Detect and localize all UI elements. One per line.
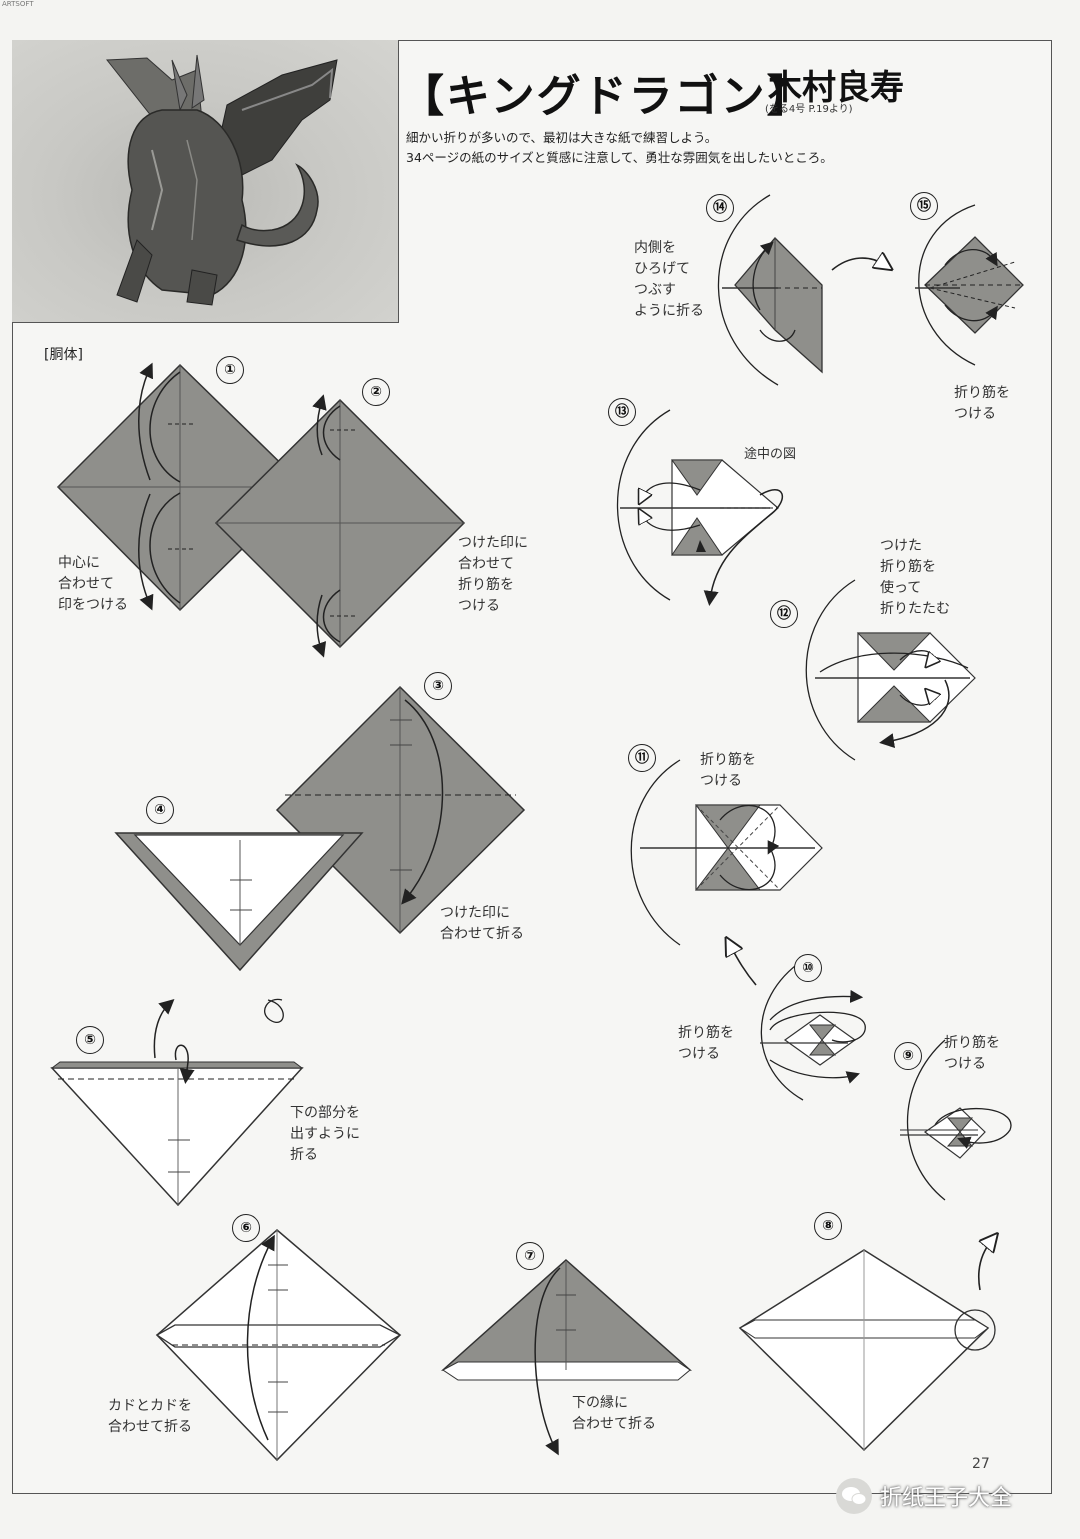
step-2-diagram [214, 394, 466, 658]
step-1-note: 中心に 合わせて 印をつける [58, 555, 128, 613]
step-number: ⑦ [516, 1242, 544, 1270]
step-10-diagram [730, 945, 866, 1101]
step-number: ⑬ [608, 398, 636, 426]
step-number: ③ [424, 672, 452, 700]
step-5-note: 下の部分を 出すように 折る [290, 1105, 360, 1163]
step-1-diagram [56, 362, 307, 612]
intro-text: 細かい折りが多いので、最初は大きな紙で練習しよう。 34ページの紙のサイズと質感… [406, 128, 833, 168]
step-11-note: 折り筋を つける [700, 752, 756, 789]
watermark: 折纸王子大全 [836, 1478, 1012, 1514]
step-number: ① [216, 356, 244, 384]
page-title: 【キングドラゴン】 [400, 71, 813, 122]
step-number: ⑨ [894, 1042, 922, 1070]
step-number: ⑫ [770, 600, 798, 628]
step-10-note: 折り筋を つける [678, 1025, 734, 1062]
step-number: ⑮ [910, 192, 938, 220]
watermark-text: 折纸王子大全 [880, 1486, 1013, 1511]
page-number: 27 [972, 1456, 990, 1472]
arrow-14-to-15 [831, 258, 885, 270]
step-number: ⑭ [706, 194, 734, 222]
step-9-diagram [900, 1039, 1012, 1201]
step-number: ② [362, 378, 390, 406]
step-7-note: 下の縁に 合わせて折る [572, 1395, 656, 1432]
step-5-diagram [50, 998, 304, 1207]
step-3-note: つけた印に 合わせて折る [440, 905, 524, 942]
step-6-note: カドとカドを 合わせて折る [108, 1398, 192, 1435]
step-2-note: つけた印に 合わせて 折り筋を つける [458, 535, 528, 614]
chat-bubble-icon [836, 1478, 872, 1514]
intro-line: 34ページの紙のサイズと質感に注意して、勇壮な雰囲気を出したいところ。 [406, 150, 833, 165]
source-reference: (をる4号 P.19より) [765, 104, 853, 115]
author-name: 木村良寿 [768, 68, 904, 108]
corner-mark: ARTSOFT [2, 0, 34, 8]
step-14-note: 内側を ひろげて つぶす ように折る [634, 240, 704, 319]
step-12-diagram [805, 579, 976, 761]
section-label: [胴体] [44, 347, 83, 363]
step-3-diagram [275, 685, 526, 935]
step-13-diagram [617, 409, 784, 606]
step-15-note: 折り筋を つける [954, 385, 1010, 422]
dragon-photo [12, 40, 399, 323]
step-4-diagram [114, 832, 364, 972]
step-number: ④ [146, 796, 174, 824]
step-13-note: 途中の図 [744, 447, 797, 462]
step-14-diagram [717, 194, 823, 386]
step-15-diagram [915, 204, 1024, 366]
step-6-diagram [155, 1229, 402, 1462]
step-8-diagram [738, 1240, 995, 1452]
step-number: ⑧ [814, 1212, 842, 1240]
step-number: ⑥ [232, 1214, 260, 1242]
step-12-note: つけた 折り筋を 使って 折りたたむ [880, 538, 950, 617]
step-7-diagram [441, 1258, 692, 1456]
step-11-diagram [630, 759, 823, 946]
intro-line: 細かい折りが多いので、最初は大きな紙で練習しよう。 [406, 130, 718, 145]
step-number: ⑪ [628, 744, 656, 772]
step-number: ⑩ [794, 954, 822, 982]
step-9-note: 折り筋を つける [944, 1035, 1000, 1072]
step-number: ⑤ [76, 1026, 104, 1054]
